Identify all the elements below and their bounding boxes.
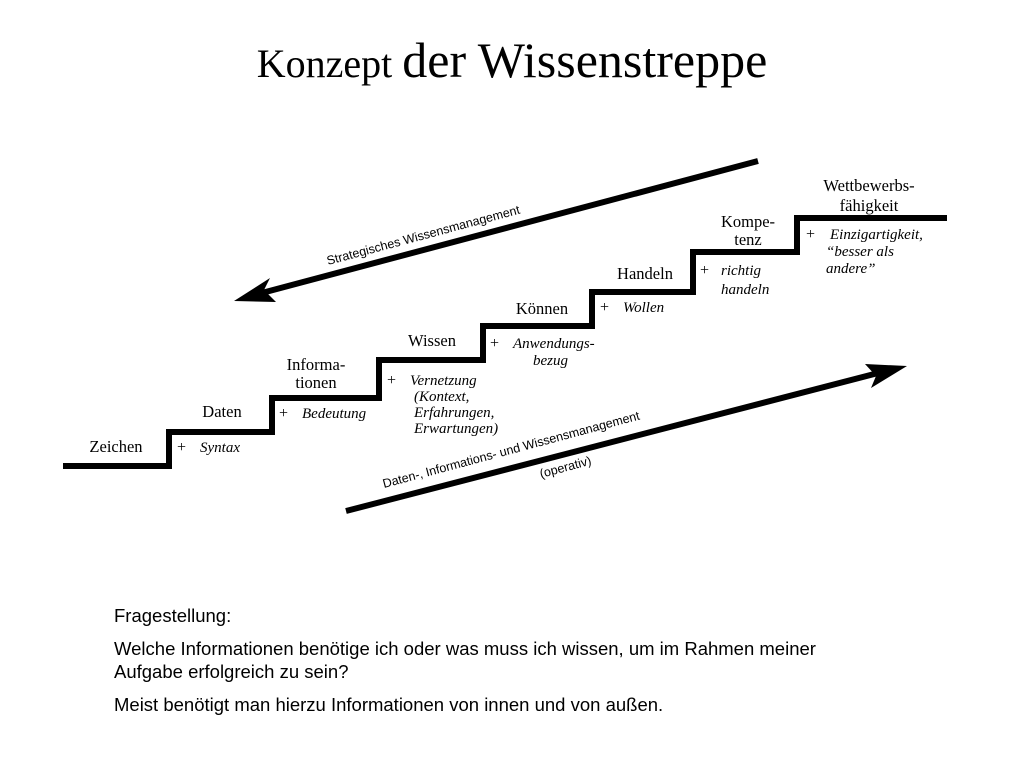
plus-sign: + <box>806 226 815 243</box>
slide-title: Konzept der Wissenstreppe <box>0 30 1024 94</box>
step-label: Daten <box>202 402 241 421</box>
step-label: Wissen <box>408 331 456 350</box>
step-addition: Bedeutung <box>302 406 367 422</box>
plus-sign: + <box>600 299 609 316</box>
strategic-arrow: Strategisches Wissensmanagement <box>234 158 759 302</box>
knowledge-staircase-diagram: Zeichen Daten Informa-tionen Wissen Können Ha… <box>63 158 947 514</box>
question-heading: Fragestellung: <box>114 605 232 626</box>
staircase-line <box>63 215 947 469</box>
plus-sign: + <box>387 372 396 389</box>
question-block: Fragestellung: Welche Informationen benö… <box>114 604 874 726</box>
question-body: Welche Informationen benötige ich oder w… <box>114 638 816 682</box>
step-addition: Vernetzung(Kontext,Erfahrungen,Erwartung… <box>410 373 498 437</box>
title-word-konzept: Konzept <box>256 41 393 86</box>
plus-sign: + <box>177 439 186 456</box>
strategic-arrow-label: Strategisches Wissensmanagement <box>325 203 522 268</box>
title-word-wissenstreppe: der Wissenstreppe <box>402 32 768 88</box>
plus-sign: + <box>490 335 499 352</box>
plus-sign: + <box>700 262 709 279</box>
step-label: Können <box>516 299 568 318</box>
question-note: Meist benötigt man hierzu Informationen … <box>114 694 664 715</box>
strategic-arrow-head-icon <box>234 278 276 302</box>
step-labels: Zeichen Daten Informa-tionen Wissen Können Ha… <box>89 176 914 456</box>
step-additions: + Syntax + Bedeutung + Vernetzung(Kontext,Erf… <box>177 226 923 456</box>
operative-arrow-shaft <box>345 369 883 514</box>
step-label: Wettbewerbs-fähigkeit <box>823 176 914 215</box>
step-label: Kompe-tenz <box>721 212 775 249</box>
step-addition: Wollen <box>623 300 664 316</box>
step-addition: Syntax <box>200 440 240 456</box>
plus-sign: + <box>279 405 288 422</box>
operative-arrow-head-icon <box>865 364 907 388</box>
step-addition: Anwendungs-bezug <box>512 336 595 369</box>
step-label: Zeichen <box>89 437 142 456</box>
strategic-arrow-shaft <box>257 158 759 297</box>
step-label: Handeln <box>617 264 673 283</box>
step-label: Informa-tionen <box>287 355 346 392</box>
